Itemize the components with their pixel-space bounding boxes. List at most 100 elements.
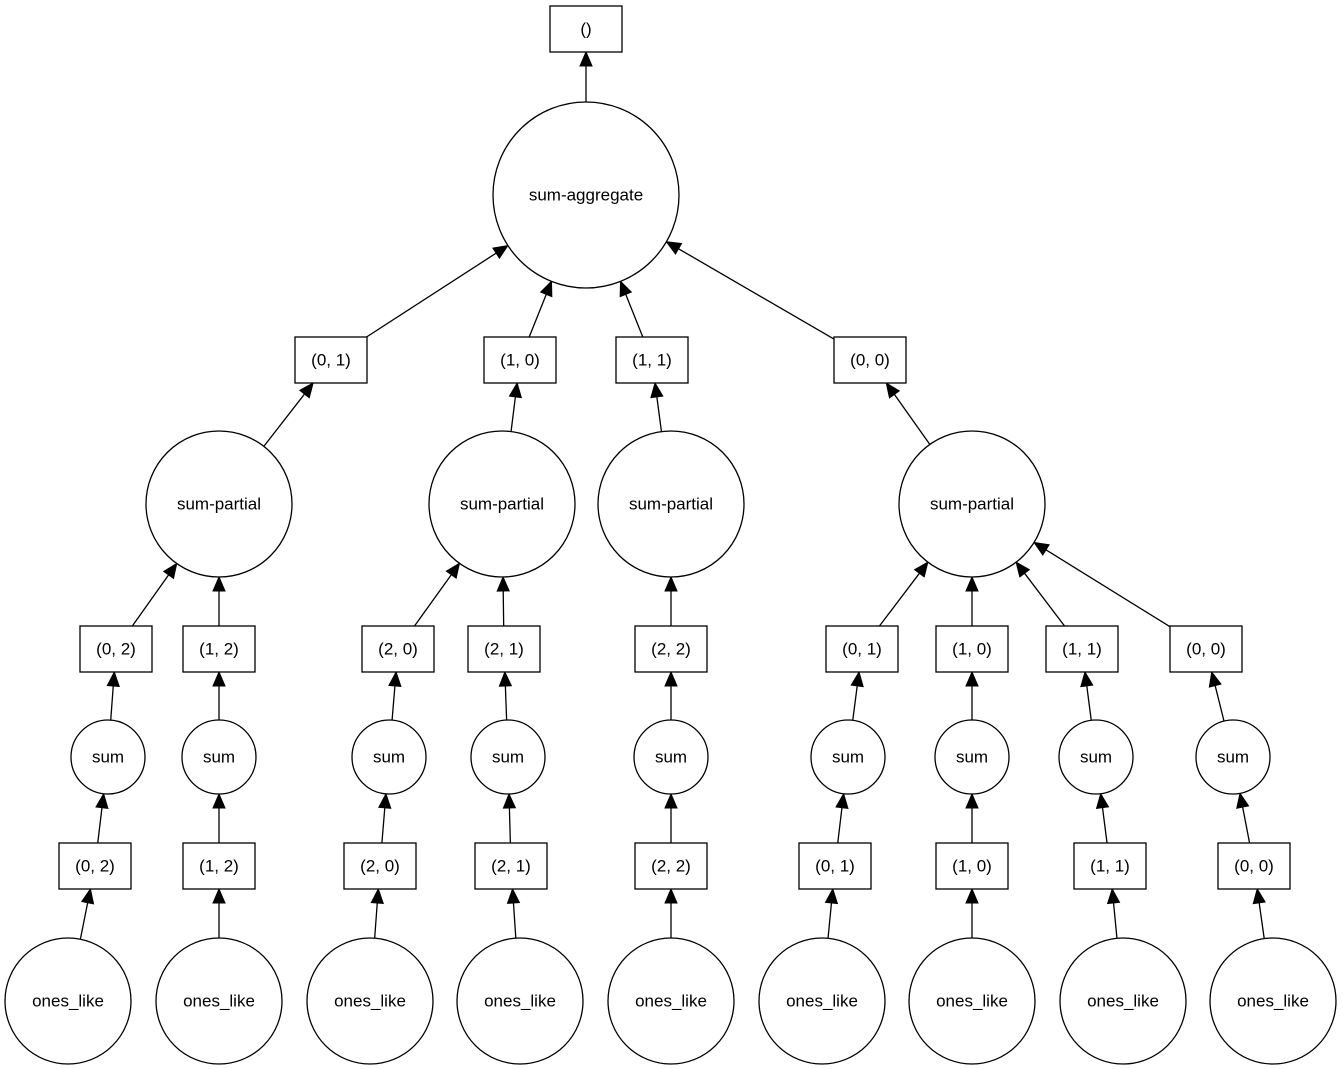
box-shape [935, 625, 1009, 673]
node-label: (2, 1) [491, 857, 531, 876]
circle-shape [70, 719, 146, 795]
edge-c02-to-s02 [95, 792, 109, 844]
edge-line [79, 902, 89, 940]
box-node-b01: (0, 1) [825, 625, 899, 673]
arrowhead-icon [1015, 561, 1031, 578]
arrowhead-icon [492, 244, 509, 260]
edge-c01-to-s01 [835, 792, 849, 844]
box-shape [1169, 625, 1243, 673]
circle-node-s00: sum [1195, 719, 1271, 795]
edge-b10-to-sp4 [965, 575, 979, 626]
edge-c00-to-s00 [1236, 792, 1251, 844]
edge-c20-to-s20 [378, 792, 392, 844]
circle-node-sp4: sum-partial [898, 430, 1046, 578]
circle-node-s20: sum [351, 719, 427, 795]
node-label: sum [203, 748, 235, 767]
arrowhead-icon [212, 887, 226, 904]
box-shape [825, 625, 899, 673]
box-node-out: () [549, 5, 623, 53]
edge-line [97, 807, 103, 844]
node-label: (0, 1) [311, 351, 351, 370]
arrowhead-icon [664, 887, 678, 904]
edge-o21-to-c21 [506, 887, 521, 939]
edge-c11-to-s11 [1095, 792, 1110, 844]
edge-o02-to-c02 [79, 887, 95, 940]
arrowhead-icon [913, 561, 929, 578]
arrowhead-icon [1208, 670, 1222, 688]
edge-line [504, 685, 508, 721]
box-shape [182, 842, 256, 890]
circle-shape [633, 719, 709, 795]
arrowhead-icon [212, 575, 226, 592]
box-node-c11: (1, 1) [1073, 842, 1147, 890]
arrowhead-icon [212, 792, 226, 809]
node-label: sum [492, 748, 524, 767]
edge-b01-to-sp4 [878, 561, 929, 627]
circle-shape [908, 937, 1036, 1065]
node-label: sum [956, 748, 988, 767]
node-label: (2, 1) [484, 640, 524, 659]
node-label: ones_like [635, 992, 707, 1011]
edge-line [1045, 549, 1171, 628]
edge-b00-to-sp4 [1032, 541, 1171, 628]
circle-shape [758, 937, 886, 1065]
edge-c10-to-s10 [965, 792, 979, 843]
node-label: (0, 1) [815, 857, 855, 876]
edge-o01-to-c01 [824, 887, 839, 939]
node-label: ones_like [1237, 992, 1309, 1011]
edge-line [366, 252, 497, 338]
arrowhead-icon [1080, 670, 1094, 688]
node-label: ones_like [334, 992, 406, 1011]
node-label: sum-partial [177, 495, 261, 514]
circle-shape [181, 719, 257, 795]
arrowhead-icon [539, 280, 553, 298]
arrowhead-icon [965, 887, 979, 904]
arrowhead-icon [665, 241, 683, 255]
arrowhead-icon [162, 562, 178, 580]
edge-sp1-to-p01 [263, 381, 314, 447]
node-label: (2, 2) [651, 640, 691, 659]
edge-o22-to-c22 [664, 887, 678, 938]
node-label: ones_like [32, 992, 104, 1011]
box-node-c22: (2, 2) [634, 842, 708, 890]
box-shape [634, 625, 708, 673]
edge-line [381, 807, 386, 844]
circle-node-sp2: sum-partial [428, 430, 576, 578]
circle-node-s12: sum [181, 719, 257, 795]
edge-line [1101, 807, 1108, 844]
edge-line [852, 685, 858, 721]
arrowhead-icon [95, 792, 109, 809]
box-shape [361, 625, 435, 673]
circle-shape [456, 937, 584, 1065]
circle-shape [351, 719, 427, 795]
circle-node-agg: sum-aggregate [492, 101, 680, 289]
edge-s12-to-b12 [212, 670, 226, 720]
edge-line [391, 685, 396, 721]
circle-node-s11: sum [1058, 719, 1134, 795]
circle-node-s01: sum [810, 719, 886, 795]
edge-line [528, 294, 547, 338]
node-label: ones_like [936, 992, 1008, 1011]
arrowhead-icon [298, 381, 314, 399]
circle-node-sp1: sum-partial [145, 430, 293, 578]
arrowhead-icon [664, 575, 678, 592]
edge-line [263, 393, 306, 447]
node-label: (1, 1) [1090, 857, 1130, 876]
edge-agg-to-out [579, 50, 593, 102]
box-shape [58, 842, 132, 890]
edge-b11-to-sp4 [1015, 561, 1066, 627]
circle-node-s21: sum [470, 719, 546, 795]
arrowhead-icon [965, 670, 979, 687]
edge-p11-to-agg [619, 280, 644, 338]
arrowhead-icon [619, 280, 633, 298]
arrowhead-icon [965, 792, 979, 809]
node-label: (1, 1) [632, 351, 672, 370]
edge-line [510, 396, 517, 432]
circle-shape [145, 430, 293, 578]
arrowhead-icon [498, 670, 513, 687]
circle-shape [492, 101, 680, 289]
edge-line [656, 396, 663, 432]
circle-node-o01: ones_like [758, 937, 886, 1065]
box-shape [549, 5, 623, 53]
edge-s21-to-b21 [498, 670, 513, 721]
